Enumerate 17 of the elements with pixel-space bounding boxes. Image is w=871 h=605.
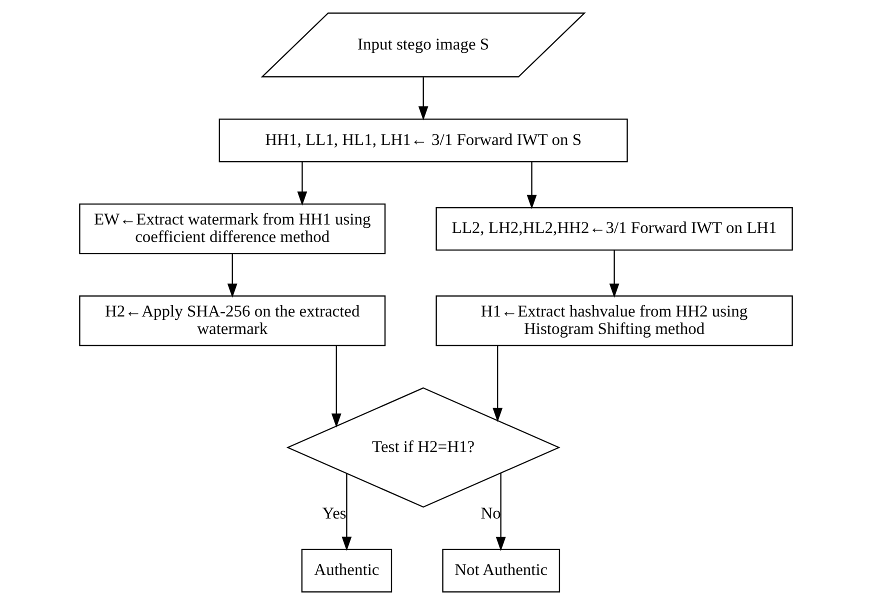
node-diamond: Test if H2=H1? <box>286 387 560 508</box>
arrow <box>495 473 506 552</box>
node-box: H2←Apply SHA-256 on the extracted watermark <box>78 295 386 346</box>
node-box: H1←Extract hashvalue from HH2 using Histogram Shifting method <box>435 295 792 346</box>
arrow <box>226 254 237 298</box>
arrow <box>341 474 352 551</box>
arrow <box>526 162 536 210</box>
node-box: Authentic <box>300 548 392 592</box>
arrow <box>492 346 502 422</box>
arrow <box>608 250 619 298</box>
node-box: HH1, LL1, HL1, LH1← 3/1 Forward IWT on S <box>218 118 628 162</box>
node-box: Not Authentic <box>442 548 560 592</box>
arrow <box>418 77 428 120</box>
node-box: EW←Extract watermark from HH1 using coefficient difference method <box>78 203 386 254</box>
arrow <box>296 162 307 206</box>
arrow <box>330 346 341 428</box>
node-box: LL2, LH2,HL2,HH2←3/1 Forward IWT on LH1 <box>435 207 792 251</box>
